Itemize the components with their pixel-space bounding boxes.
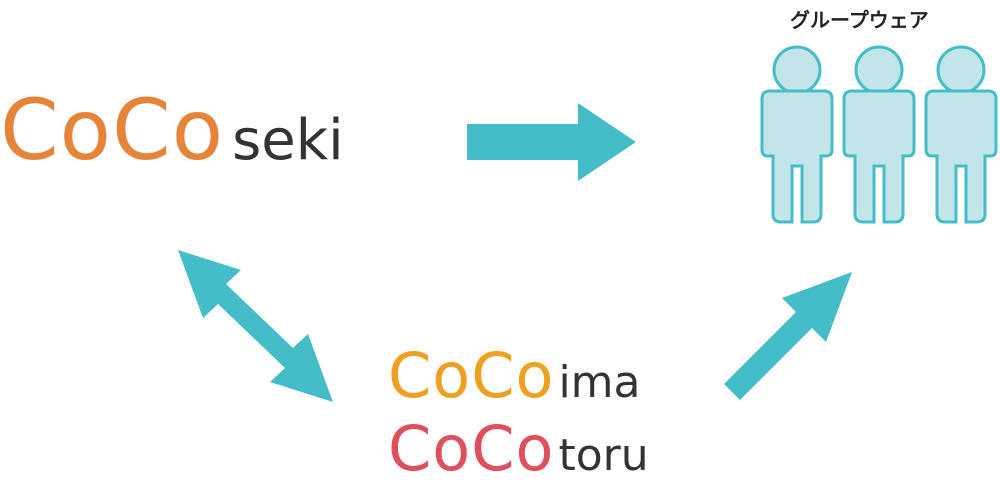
arrow-seki-to-groupware xyxy=(467,103,636,181)
person-icon xyxy=(842,45,916,224)
coco-ima-logo: CoCoima xyxy=(388,345,641,407)
arrow-seki-ima-bidirectional xyxy=(178,250,333,402)
coco-seki-suffix: seki xyxy=(232,108,344,173)
person-icon xyxy=(924,45,998,224)
coco-seki-brand: CoCo xyxy=(0,81,225,179)
coco-ima-brand: CoCo xyxy=(388,339,555,412)
coco-toru-brand: CoCo xyxy=(388,412,555,485)
people-icon xyxy=(760,45,998,224)
coco-ima-suffix: ima xyxy=(558,357,641,408)
coco-toru-suffix: toru xyxy=(558,430,649,481)
person-icon xyxy=(760,45,834,224)
coco-toru-logo: CoCotoru xyxy=(388,418,649,480)
groupware-label: グループウェア xyxy=(790,8,929,32)
arrow-ima-to-groupware xyxy=(724,272,852,400)
